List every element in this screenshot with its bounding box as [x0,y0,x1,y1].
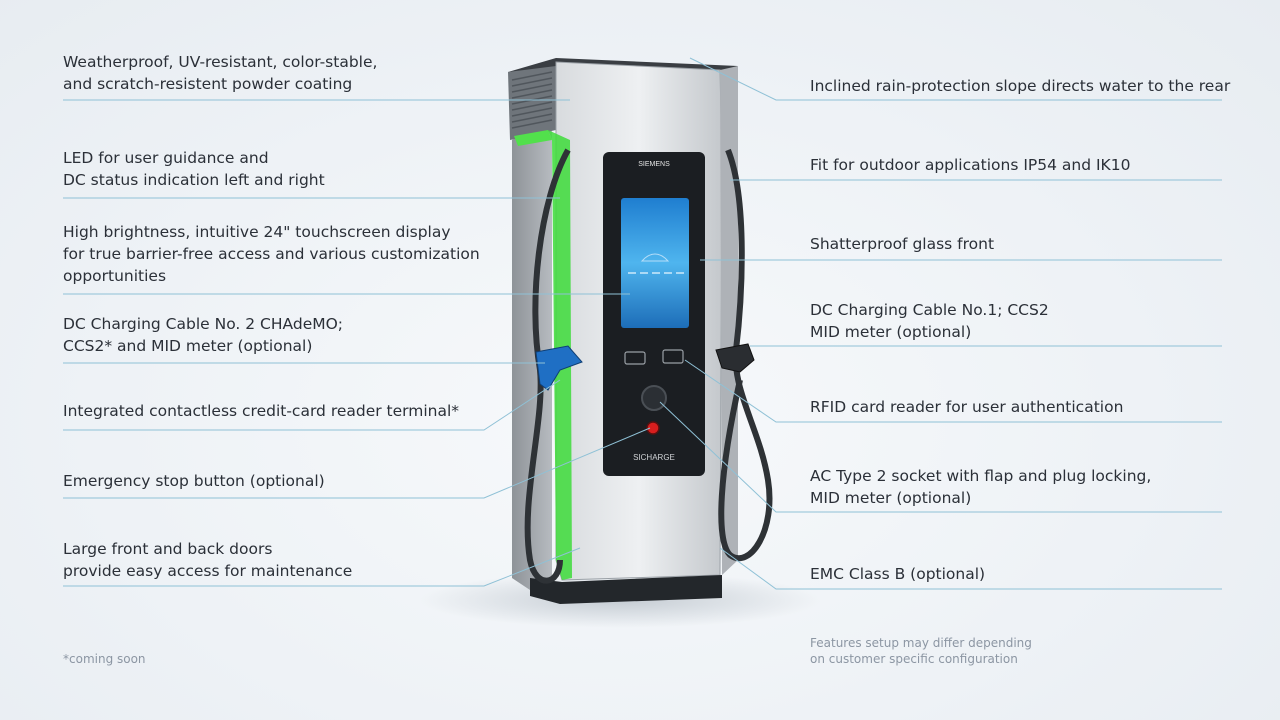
callout-line: opportunities [63,267,167,285]
callout-line: provide easy access for maintenance [63,562,353,580]
callout-line: Integrated contactless credit-card reade… [63,402,460,420]
callout-line: DC status indication left and right [63,171,325,189]
callout-line: Inclined rain-protection slope directs w… [810,77,1231,95]
emergency-stop-button-icon [646,421,660,435]
callout-line: MID meter (optional) [810,489,972,507]
callout-touchscreen: High brightness, intuitive 24" touchscre… [63,221,480,287]
leader-lines-left [63,99,651,587]
callout-line: Weatherproof, UV-resistant, color-stable… [63,53,378,71]
callout-line: RFID card reader for user authentication [810,398,1124,416]
callout-line: EMC Class B (optional) [810,565,986,583]
leader-lines-right [659,57,1222,590]
callout-powder-coating: Weatherproof, UV-resistant, color-stable… [63,51,377,95]
callout-line: AC Type 2 socket with flap and plug lock… [810,467,1152,485]
callout-doors: Large front and back doors provide easy … [63,538,352,582]
footnote-configuration: Features setup may differ depending on c… [810,635,1032,667]
rfid-reader-icon [662,349,684,364]
callout-rfid: RFID card reader for user authentication [810,396,1123,418]
callout-line: LED for user guidance and [63,149,269,167]
callout-line: CCS2* and MID meter (optional) [63,337,313,355]
footnote-line: *coming soon [63,652,146,666]
callout-line: and scratch-resistent powder coating [63,75,353,93]
footnote-line: on customer specific configuration [810,652,1018,666]
vent-slats [511,71,553,129]
led-strip-top [514,130,552,146]
siemens-logo: SIEMENS [638,161,670,168]
callout-dc-cable-1: DC Charging Cable No.1; CCS2 MID meter (… [810,299,1049,343]
callout-line: DC Charging Cable No. 2 CHAdeMO; [63,315,344,333]
callout-line: Fit for outdoor applications IP54 and IK… [810,156,1131,174]
callout-line: Emergency stop button (optional) [63,472,325,490]
callout-line: Large front and back doors [63,540,273,558]
sicharge-logo: SICHARGE [633,453,675,462]
callout-line: MID meter (optional) [810,323,972,341]
screen-car-icon [640,253,670,262]
callout-line: DC Charging Cable No.1; CCS2 [810,301,1049,319]
callout-glass-front: Shatterproof glass front [810,233,994,255]
ac-socket-icon [641,385,667,411]
callout-dc-cable-2: DC Charging Cable No. 2 CHAdeMO; CCS2* a… [63,313,343,357]
touchscreen-display [621,198,689,328]
callout-credit-card-reader: Integrated contactless credit-card reade… [63,400,459,422]
callout-line: for true barrier-free access and various… [63,245,480,263]
footnote-coming-soon: *coming soon [63,651,146,667]
callout-ip54: Fit for outdoor applications IP54 and IK… [810,154,1130,176]
callout-ac-socket: AC Type 2 socket with flap and plug lock… [810,465,1151,509]
callout-line: High brightness, intuitive 24" touchscre… [63,223,451,241]
chademo-connector-icon [535,345,583,391]
callout-emergency-stop: Emergency stop button (optional) [63,470,325,492]
credit-card-reader-icon [624,351,646,365]
callout-led-guidance: LED for user guidance and DC status indi… [63,147,325,191]
callout-rain-slope: Inclined rain-protection slope directs w… [810,75,1230,97]
ccs2-connector-icon [715,343,755,373]
top-vent [508,62,556,140]
footnote-line: Features setup may differ depending [810,636,1032,650]
dc-cable-left [524,148,571,584]
charger-base [530,575,722,604]
callout-line: Shatterproof glass front [810,235,995,253]
screen-menu-dots [628,272,684,274]
dc-cable-right [718,148,773,562]
callout-emc: EMC Class B (optional) [810,563,985,585]
